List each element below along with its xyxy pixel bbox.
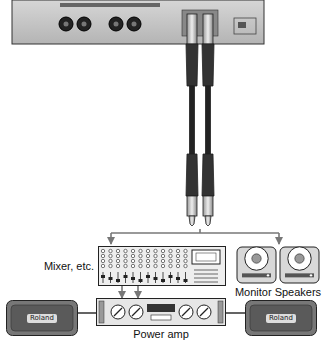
node-label: Power amp xyxy=(133,328,189,341)
power-amp-drawing xyxy=(96,298,226,326)
node-label: Monitor Speakers xyxy=(235,286,321,299)
mixer: Mixer, etc. xyxy=(98,246,226,286)
brand-badge: Roland xyxy=(27,314,57,323)
power-amp: Power amp xyxy=(96,298,226,326)
speaker-cable xyxy=(78,312,96,313)
signal-arrow xyxy=(121,286,123,298)
signal-arrow xyxy=(137,286,139,298)
monitor-speakers-drawing xyxy=(236,246,320,284)
monitor-speakers: Monitor Speakers xyxy=(236,246,320,284)
speaker-cable xyxy=(226,312,245,313)
brand-badge: Roland xyxy=(266,314,296,323)
mixer-drawing xyxy=(98,246,226,286)
speaker-cabinet: Roland xyxy=(245,300,317,336)
speaker-cabinet: Roland xyxy=(6,300,78,336)
node-label: Mixer, etc. xyxy=(44,260,94,273)
